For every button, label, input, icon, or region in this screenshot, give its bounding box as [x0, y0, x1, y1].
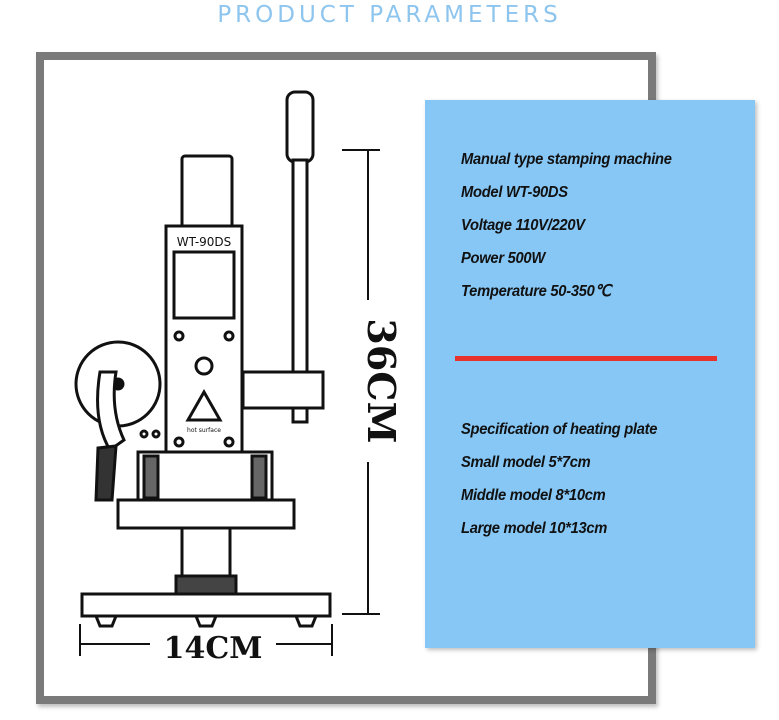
side-lever: [94, 444, 118, 502]
plate-spec-item: Middle model 8*10cm: [461, 487, 606, 504]
spec-item: Power 500W: [461, 250, 545, 267]
height-dimension-label: 36CM: [359, 318, 404, 443]
model-label: WT-90DS: [177, 235, 232, 249]
machine-base: [80, 592, 332, 618]
display-screen: [172, 250, 236, 320]
work-table: [116, 498, 296, 530]
spec-list: Manual type stamping machine Model WT-90…: [461, 148, 690, 313]
lever-bracket: [241, 370, 325, 410]
hot-surface-label: hot surface: [187, 427, 221, 434]
support-column: [180, 526, 232, 582]
warning-icon: [185, 388, 223, 422]
divider: [455, 356, 717, 361]
caution-icon: [194, 356, 214, 376]
page-title: PRODUCT PARAMETERS: [217, 2, 562, 28]
spec-item: Manual type stamping machine: [461, 151, 672, 168]
top-cylinder: [180, 154, 234, 234]
lever-handle-grip: [285, 90, 315, 164]
spec-panel: Manual type stamping machine Model WT-90…: [425, 100, 755, 648]
plate-spec-list: Specification of heating plate Small mod…: [461, 418, 674, 550]
width-dimension-label: 14CM: [164, 631, 263, 666]
plate-spec-item: Large model 10*13cm: [461, 520, 608, 537]
spec-item: Voltage 110V/220V: [461, 217, 585, 234]
heating-plate: [136, 450, 274, 504]
plate-spec-item: Small model 5*7cm: [461, 454, 591, 471]
plate-spec-item: Specification of heating plate: [461, 421, 658, 438]
lever-handle-rod: [291, 158, 309, 424]
spec-item: Model WT-90DS: [461, 184, 568, 201]
spec-item: Temperature 50-350℃: [461, 283, 611, 300]
